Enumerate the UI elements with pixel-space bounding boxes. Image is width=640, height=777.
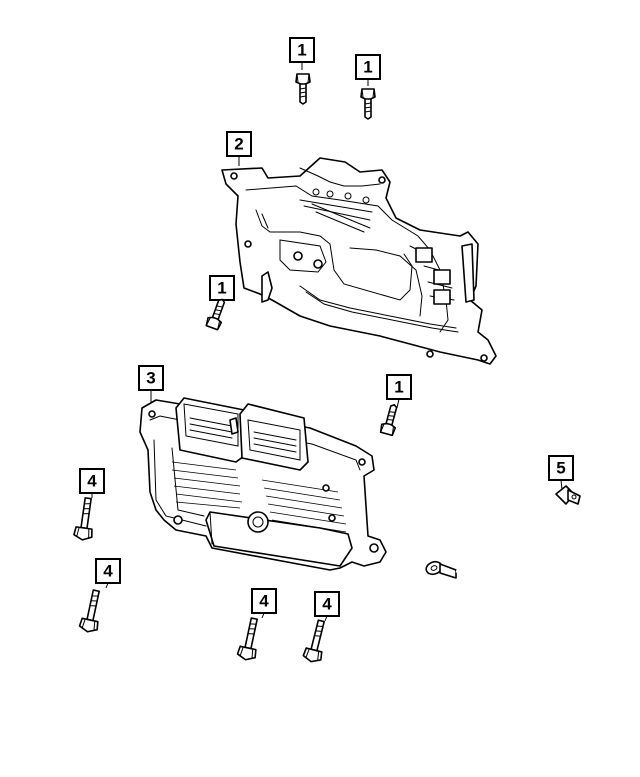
svg-text:5: 5: [556, 459, 565, 478]
mounting-bracket: [221, 157, 497, 365]
callout-4-center-right[interactable]: 4: [314, 591, 340, 617]
callout-4-left-lower[interactable]: 4: [95, 558, 121, 584]
bolt-icon: [72, 496, 98, 542]
ground-strap: [425, 485, 581, 604]
callout-4-center-left[interactable]: 4: [251, 588, 277, 614]
svg-text:4: 4: [103, 562, 113, 581]
bolt-icon: [235, 615, 264, 663]
callout-1-top-left[interactable]: 1: [289, 37, 315, 63]
callout-5[interactable]: 5: [548, 455, 574, 481]
control-module: [139, 397, 387, 571]
screw-icon: [295, 73, 311, 105]
bolt-icon: [77, 587, 106, 635]
svg-text:1: 1: [297, 41, 306, 60]
bolt-icon: [301, 617, 331, 665]
svg-text:4: 4: [322, 595, 332, 614]
callout-2[interactable]: 2: [226, 131, 252, 157]
svg-text:2: 2: [234, 135, 243, 154]
svg-text:1: 1: [394, 378, 403, 397]
callout-3[interactable]: 3: [138, 365, 164, 391]
screw-icon: [204, 296, 230, 331]
callout-4-left-upper[interactable]: 4: [79, 468, 105, 494]
svg-text:1: 1: [217, 279, 226, 298]
callout-1-right[interactable]: 1: [386, 374, 412, 400]
callout-1-middle[interactable]: 1: [209, 275, 235, 301]
svg-text:3: 3: [146, 369, 155, 388]
svg-text:4: 4: [259, 592, 269, 611]
screw-icon: [360, 88, 376, 120]
svg-text:1: 1: [363, 58, 372, 77]
screw-icon: [378, 402, 402, 437]
callout-1-top-right[interactable]: 1: [355, 54, 381, 80]
svg-text:4: 4: [87, 472, 97, 491]
